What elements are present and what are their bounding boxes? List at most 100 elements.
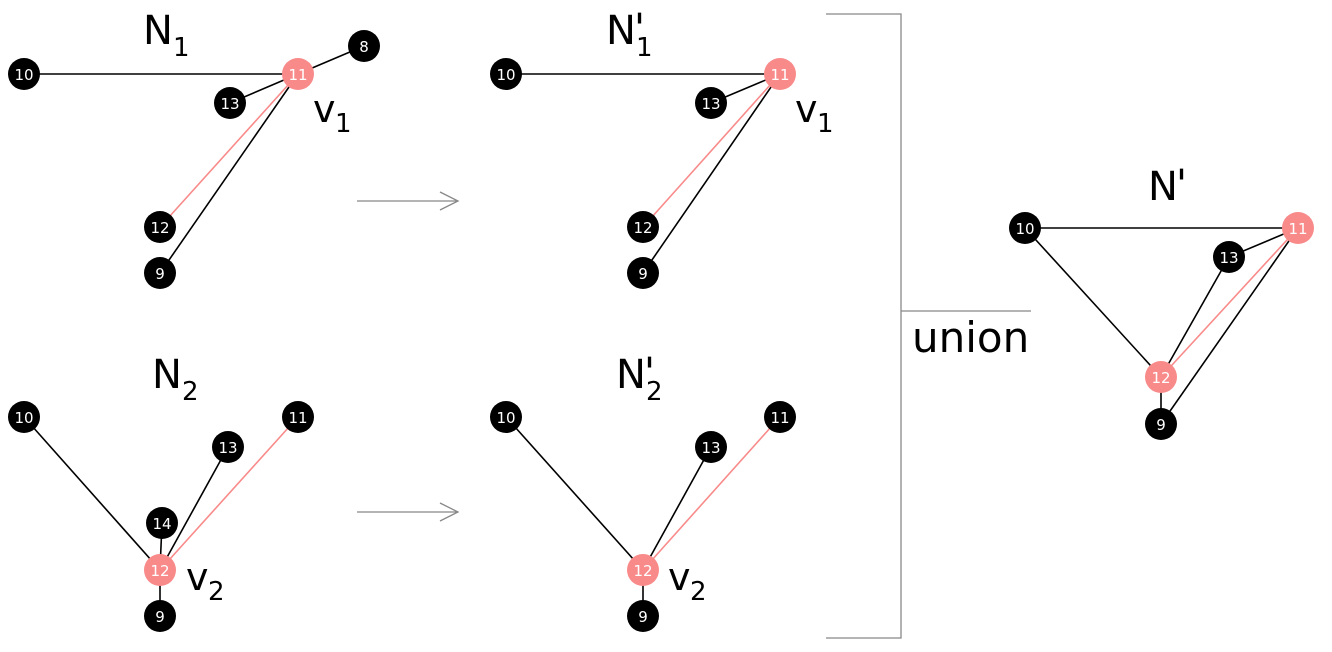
node-circle — [1282, 212, 1314, 244]
node-label: 12 — [1151, 369, 1170, 387]
node-circle — [146, 507, 178, 539]
graph-title: N' — [1148, 162, 1187, 210]
node-label: 12 — [633, 219, 652, 237]
node-circle — [282, 58, 314, 90]
graph-title-main: N — [616, 352, 646, 398]
node-9: 9 — [144, 600, 176, 632]
nodes: 10 11 13 12 9 — [1009, 212, 1314, 440]
node-10: 10 — [1009, 212, 1041, 244]
node-label: 9 — [1156, 416, 1166, 434]
node-circle — [282, 401, 314, 433]
edge-11-12 — [642, 73, 781, 228]
node-label: 13 — [220, 95, 239, 113]
node-11: 11 — [1282, 212, 1314, 244]
edge-9-11 — [1160, 227, 1299, 425]
node-circle — [144, 257, 176, 289]
node-label: 8 — [359, 38, 369, 56]
node-circle — [144, 600, 176, 632]
node-label: 14 — [152, 515, 171, 533]
node-label: 11 — [1288, 220, 1307, 238]
node-circle — [1009, 212, 1041, 244]
node-label: 11 — [288, 409, 307, 427]
edges — [24, 45, 365, 274]
edge-12-11 — [159, 416, 299, 571]
node-10: 10 — [8, 401, 40, 433]
graph-title-main: N — [143, 8, 173, 54]
node-11: 11 — [764, 58, 796, 90]
node-12: 12 — [1145, 361, 1177, 393]
node-9: 9 — [144, 257, 176, 289]
node-circle — [1145, 408, 1177, 440]
node-label: 10 — [14, 409, 33, 427]
node-label: 11 — [770, 66, 789, 84]
graph-title-prime: ' — [1176, 162, 1187, 208]
vertex-label-main: v — [795, 87, 818, 131]
node-circle — [695, 87, 727, 119]
node-11: 11 — [282, 58, 314, 90]
graph-title-main: N — [1148, 164, 1178, 210]
node-circle — [764, 401, 796, 433]
vertex-label-subscript: 2 — [690, 577, 707, 607]
edge-12-11 — [642, 416, 781, 571]
edges — [1024, 227, 1299, 425]
node-13: 13 — [695, 431, 727, 463]
edge-11-9 — [642, 73, 781, 274]
node-label: 9 — [155, 608, 165, 626]
node-9: 9 — [627, 257, 659, 289]
union-bracket — [826, 13, 1031, 639]
nodes: 10 11 13 14 12 9 — [8, 401, 314, 632]
node-11: 11 — [764, 401, 796, 433]
node-label: 13 — [218, 439, 237, 457]
node-label: 13 — [701, 439, 720, 457]
edges — [506, 73, 781, 274]
node-circle — [764, 58, 796, 90]
edge-12-10 — [23, 416, 161, 571]
edge-12-13 — [159, 446, 229, 571]
graph-title: N'2 — [616, 350, 663, 407]
node-circle — [8, 401, 40, 433]
arrow-bottom — [357, 502, 460, 522]
union-label: union — [912, 313, 1029, 362]
node-label: 9 — [638, 265, 648, 283]
node-circle — [212, 431, 244, 463]
node-label: 12 — [150, 562, 169, 580]
node-label: 9 — [155, 265, 165, 283]
vertex-label-subscript: 1 — [335, 109, 352, 139]
node-circle — [144, 554, 176, 586]
node-circle — [1213, 241, 1245, 273]
node-circle — [627, 600, 659, 632]
node-14: 14 — [146, 507, 178, 539]
node-label: 9 — [638, 608, 648, 626]
node-9: 9 — [1145, 408, 1177, 440]
node-circle — [627, 211, 659, 243]
graph-title-prime: ' — [644, 350, 655, 396]
edge-12-10 — [505, 416, 644, 571]
edges — [505, 416, 781, 616]
edge-13-12 — [1160, 256, 1230, 378]
edge-12-13 — [642, 446, 712, 571]
node-10: 10 — [8, 58, 40, 90]
edge-10-12 — [1024, 227, 1162, 378]
edge-12-11 — [1160, 227, 1299, 378]
node-circle — [144, 211, 176, 243]
graph-title: N'1 — [606, 6, 653, 63]
node-circle — [627, 257, 659, 289]
graph-title-subscript: 2 — [182, 377, 199, 407]
vertex-label-subscript: 1 — [817, 109, 834, 139]
node-label: 10 — [496, 66, 515, 84]
graph-title-subscript: 1 — [636, 33, 653, 63]
edge-11-12 — [159, 73, 299, 228]
node-label: 12 — [633, 562, 652, 580]
graph-title-main: N — [152, 352, 182, 398]
node-label: 13 — [1219, 249, 1238, 267]
